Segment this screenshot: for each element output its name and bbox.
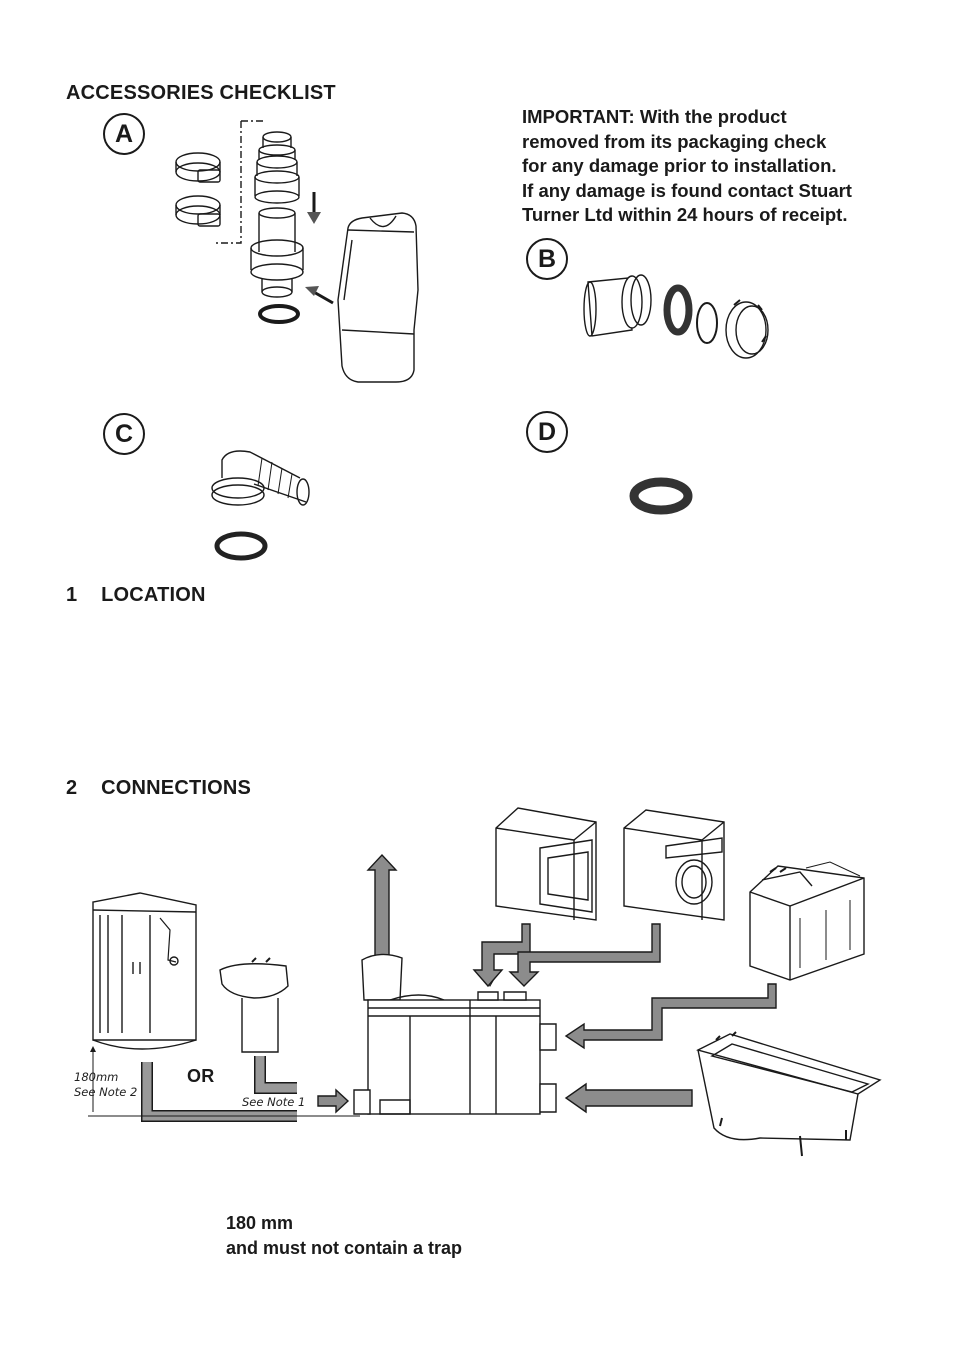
hose-clip-icon xyxy=(175,152,221,183)
pump-unit-icon xyxy=(353,953,557,1115)
important-line-5: Turner Ltd within 24 hours of receipt. xyxy=(522,204,848,225)
kit-b-illustration xyxy=(583,274,769,359)
connections-number: 2 xyxy=(66,777,78,799)
basin-icon xyxy=(219,957,289,1053)
label-a: A xyxy=(103,113,145,155)
label-b: B xyxy=(526,238,568,280)
reducer-stack-icon xyxy=(250,131,304,298)
connections-heading: 2 CONNECTIONS xyxy=(66,777,251,800)
location-heading: 1 LOCATION xyxy=(66,584,206,607)
kitchen-sink-icon xyxy=(749,861,865,981)
see-note-2: See Note 2 xyxy=(74,1085,138,1099)
important-notice: IMPORTANT: With the product removed from… xyxy=(522,105,852,228)
label-c: C xyxy=(103,413,145,455)
connections-diagram xyxy=(88,807,882,1157)
washing-machine-icon xyxy=(623,809,725,921)
connections-title: CONNECTIONS xyxy=(101,777,252,799)
seal-ring-icon xyxy=(214,531,268,561)
important-line-3: for any damage prior to installation. xyxy=(522,155,837,176)
kit-a-illustration xyxy=(175,120,419,383)
important-line-1: IMPORTANT: With the product xyxy=(522,106,787,127)
or-label: OR xyxy=(187,1066,215,1086)
seal-ring-icon xyxy=(629,477,693,515)
location-number: 1 xyxy=(66,584,78,606)
oven-icon xyxy=(495,807,597,921)
location-title: LOCATION xyxy=(101,584,206,606)
footer-line-1: 180 mm xyxy=(226,1213,294,1233)
important-line-2: removed from its packaging check xyxy=(522,130,827,152)
kit-c-illustration xyxy=(211,450,310,561)
footer-note: 180 mm and must not contain a trap xyxy=(226,1211,462,1261)
important-line-4: If any damage is found contact Stuart xyxy=(522,179,852,201)
pump-unit-icon xyxy=(337,212,419,383)
see-note-1: See Note 1 xyxy=(242,1095,306,1109)
seal-ring-icon xyxy=(258,304,300,324)
height-note: 180mm xyxy=(74,1070,119,1084)
footer-line-2: and must not contain a trap xyxy=(226,1238,463,1258)
bath-icon xyxy=(696,1031,882,1157)
accessories-heading: ACCESSORIES CHECKLIST xyxy=(66,82,336,104)
shower-enclosure-icon xyxy=(92,892,197,1050)
label-d: D xyxy=(526,411,568,453)
hose-clip-icon xyxy=(175,195,221,227)
